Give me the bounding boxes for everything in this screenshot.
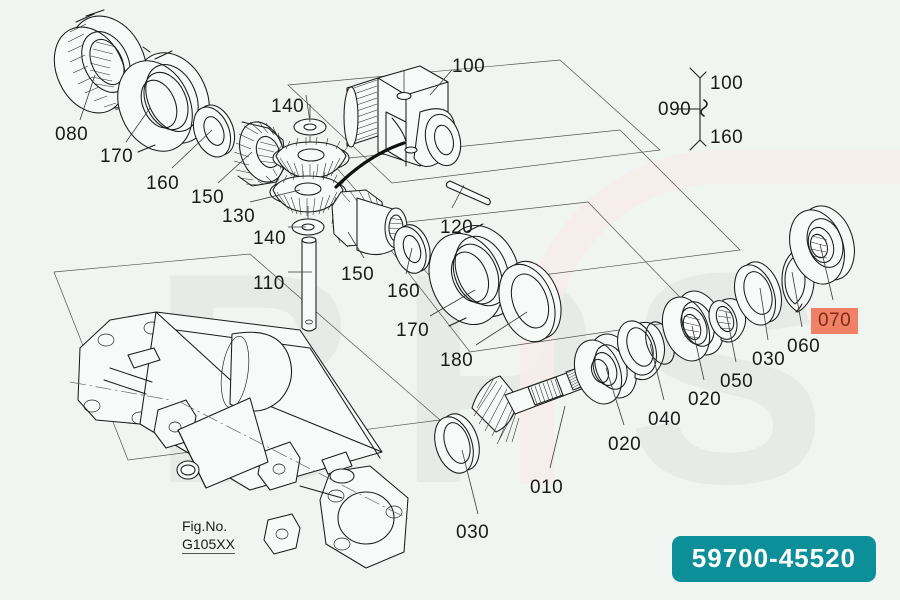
- part-140-washer-a: [293, 104, 327, 148]
- callout-050-c050[interactable]: 050: [720, 371, 754, 392]
- leader-160: [405, 247, 413, 275]
- callout-100-c100[interactable]: 100: [452, 56, 486, 77]
- leader-020: [605, 367, 625, 426]
- leader-050: [725, 311, 737, 363]
- fig-no-value: G105XX: [182, 535, 235, 554]
- callout-160-c160b[interactable]: 160: [387, 281, 421, 302]
- callout-020-c020a[interactable]: 020: [608, 434, 642, 455]
- callout-110-c110[interactable]: 110: [253, 273, 285, 294]
- callout-leader-lines: [79, 69, 834, 515]
- part-130-side-gear-upper: [272, 136, 350, 182]
- callout-150-c150a[interactable]: 150: [191, 187, 225, 208]
- leader-030: [461, 449, 479, 515]
- leader-070: [819, 243, 834, 301]
- part-100-differential-case: [334, 65, 462, 189]
- part-110-cross-shaft: [301, 236, 317, 332]
- part-120-roll-pin: [445, 180, 491, 206]
- callout-160-c160a[interactable]: 160: [146, 173, 180, 194]
- leader-040: [649, 343, 665, 401]
- leader-180: [475, 311, 528, 346]
- leader-150: [217, 151, 253, 184]
- callout-120-c120[interactable]: 120: [440, 217, 474, 238]
- leader-140: [305, 94, 311, 123]
- part-number-badge[interactable]: 59700-45520: [671, 536, 876, 582]
- group-bracket-090: [677, 67, 708, 151]
- leader-160: [171, 129, 213, 169]
- leader-010: [549, 405, 566, 469]
- callout-030-c030b[interactable]: 030: [752, 349, 786, 370]
- leader-150: [347, 231, 365, 259]
- leader-120: [451, 184, 465, 209]
- callout-140-c140b[interactable]: 140: [253, 228, 287, 249]
- group-range-from: 100: [710, 73, 744, 94]
- part-160-thrust-washer-b: [393, 224, 431, 274]
- callout-170-c170a[interactable]: 170: [100, 146, 134, 167]
- part-030-o-ring-a: [434, 413, 480, 474]
- callout-020-c020b[interactable]: 020: [688, 389, 722, 410]
- part-150-pinion-gear-b: [331, 189, 408, 256]
- leader-170: [125, 107, 151, 143]
- leader-020: [691, 325, 705, 381]
- callout-040-c040[interactable]: 040: [648, 409, 682, 430]
- callout-150-c150b[interactable]: 150: [341, 264, 375, 285]
- part-180-shim-ring: [498, 260, 562, 343]
- callout-170-c170b[interactable]: 170: [396, 320, 430, 341]
- part-130-side-gear-lower: [269, 170, 347, 216]
- leader-100: [429, 69, 453, 96]
- reference-panel-upper: [287, 59, 661, 184]
- axle-housing-assembly: [69, 311, 411, 569]
- callout-180-c180[interactable]: 180: [440, 350, 474, 371]
- part-050-slotted-nut: [708, 298, 747, 343]
- part-070-oil-seal: [789, 205, 855, 285]
- fig-no-caption: Fig.No.: [182, 518, 228, 534]
- leader-080: [79, 74, 96, 121]
- group-label-090: 090: [658, 99, 692, 120]
- leader-060: [791, 271, 803, 328]
- leader-170: [429, 289, 476, 317]
- callout-060-c060[interactable]: 060: [787, 336, 821, 357]
- leader-130: [249, 189, 301, 203]
- leader-030: [759, 287, 769, 341]
- part-160-thrust-washer-a: [192, 104, 236, 158]
- part-170-bearing-upper: [117, 50, 210, 153]
- callout-010-c010[interactable]: 010: [530, 477, 564, 498]
- callout-070-c070[interactable]: 070: [811, 308, 859, 334]
- callout-140-c140a[interactable]: 140: [271, 96, 305, 117]
- fig-no-reference: Fig.No. G105XX: [182, 518, 235, 554]
- callout-130-c130[interactable]: 130: [222, 206, 256, 227]
- callout-080-c080[interactable]: 080: [55, 124, 89, 145]
- group-range-to: 160: [710, 127, 744, 148]
- callout-030-c030a[interactable]: 030: [456, 522, 490, 543]
